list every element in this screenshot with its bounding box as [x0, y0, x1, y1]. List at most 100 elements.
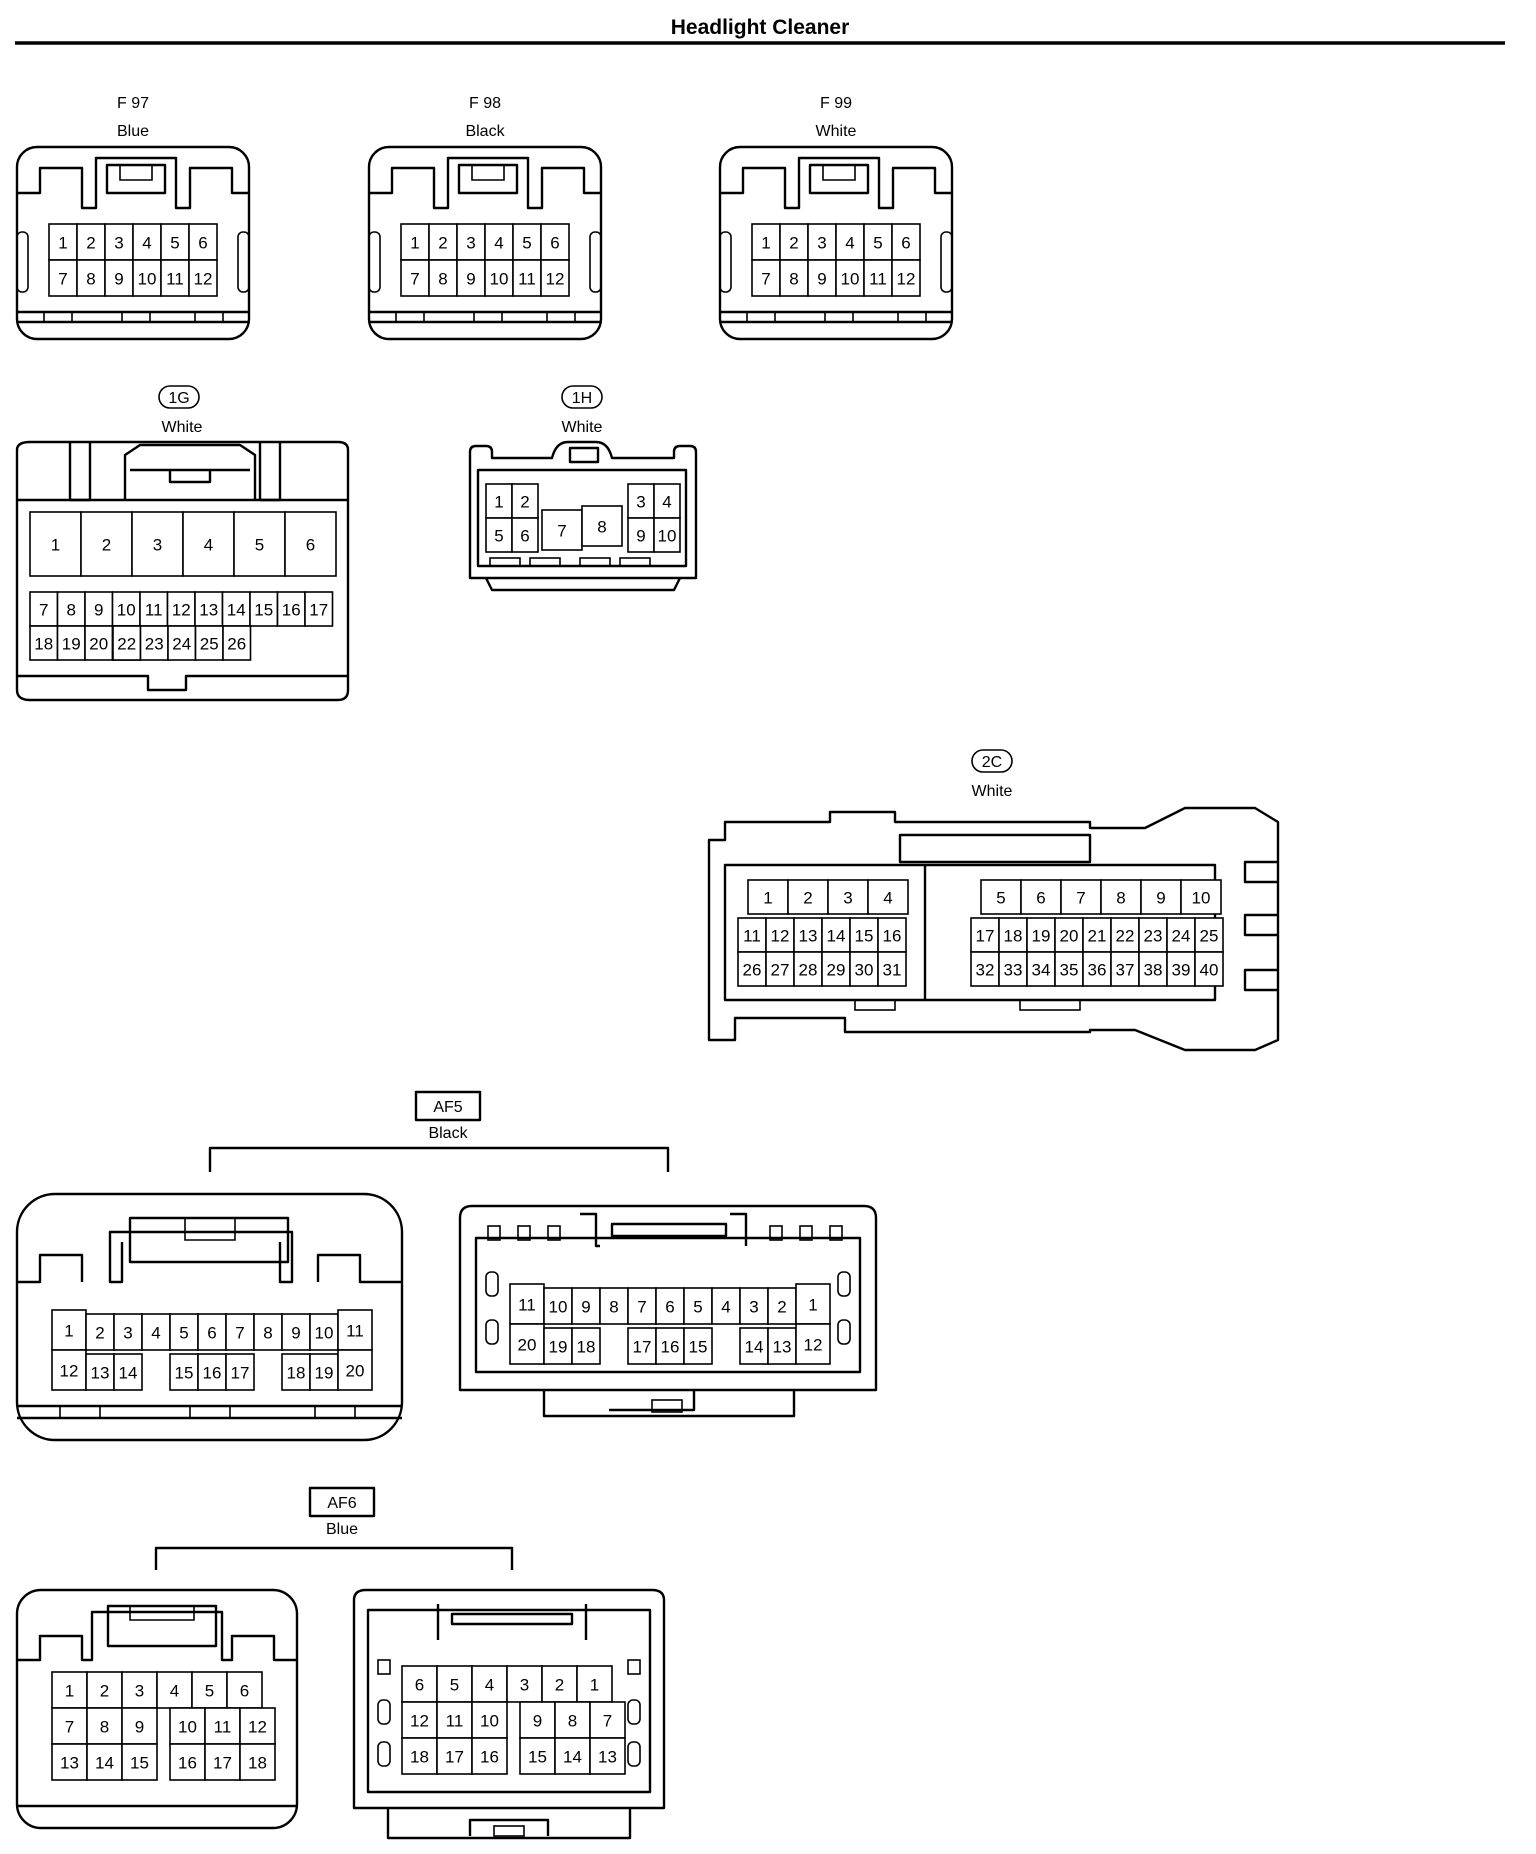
pin-number: 2: [803, 889, 812, 908]
pin-number: 30: [855, 961, 874, 980]
pin-number: 7: [39, 601, 48, 620]
connector-id: AF5: [433, 1099, 462, 1116]
pin-number: 11: [145, 601, 163, 620]
pin-cell: [779, 223, 809, 261]
pin-cell: [877, 951, 907, 987]
pin-number: 18: [410, 1748, 429, 1767]
pin-cell: [1060, 879, 1102, 915]
pin-cell: [540, 223, 570, 261]
pin-cell: [76, 259, 106, 297]
pin-number: 9: [817, 270, 826, 289]
pin-number: 8: [1116, 889, 1125, 908]
pin-number: 19: [549, 1338, 568, 1357]
pin-cell: [683, 1287, 713, 1325]
pin-cell: [104, 259, 134, 297]
pin-number: 11: [743, 927, 761, 946]
pin-cell: [849, 951, 879, 987]
pin-number: 5: [179, 1324, 188, 1343]
pin-cell: [627, 1287, 657, 1325]
pin-cell: [85, 1313, 115, 1351]
pin-number: 2: [100, 1682, 109, 1701]
pin-cell: [204, 1743, 241, 1781]
pin-cell: [194, 625, 224, 661]
pin-number: 3: [114, 234, 123, 253]
pin-cell: [767, 1287, 797, 1325]
pin-cell: [84, 625, 114, 661]
pin-number: 16: [661, 1338, 680, 1357]
pin-number: 3: [636, 493, 645, 512]
pin-number: 2: [102, 536, 111, 555]
pin-number: 4: [662, 493, 671, 512]
pin-number: 34: [1032, 961, 1051, 980]
pin-number: 18: [1004, 927, 1023, 946]
pin-cell: [139, 591, 169, 627]
pin-cell: [867, 879, 909, 915]
pin-number: 9: [114, 270, 123, 289]
pin-number: 18: [248, 1754, 267, 1773]
pin-number: 4: [485, 1676, 494, 1695]
pin-number: 10: [480, 1712, 499, 1731]
pin-number: 19: [315, 1364, 334, 1383]
pin-cell: [509, 1323, 545, 1365]
connector-color: Blue: [326, 1521, 358, 1538]
pin-number: 40: [1200, 961, 1219, 980]
pin-cell: [104, 223, 134, 261]
connector-id-box: [308, 1486, 376, 1518]
pin-number: 3: [817, 234, 826, 253]
pin-number: 14: [95, 1754, 114, 1773]
connector-id-badge: [561, 385, 603, 409]
pin-cell: [112, 625, 142, 661]
pin-cell: [512, 259, 542, 297]
pin-cell: [121, 1743, 158, 1781]
pin-cell: [589, 1737, 626, 1775]
connector-id: F 99: [820, 95, 852, 112]
pin-number: 6: [550, 234, 559, 253]
bracket: [208, 1146, 670, 1172]
pin-number: 9: [466, 270, 475, 289]
pin-number: 4: [204, 536, 213, 555]
pin-number: 2: [86, 234, 95, 253]
pin-cell: [29, 625, 59, 661]
pin-cell: [160, 259, 190, 297]
pin-cell: [554, 1737, 591, 1775]
pin-number: 14: [227, 601, 246, 620]
pin-cell: [1110, 917, 1140, 953]
pin-cell: [1110, 951, 1140, 987]
pin-number: 9: [636, 527, 645, 546]
pin-number: 9: [94, 601, 103, 620]
pin-cell: [1054, 917, 1084, 953]
pin-number: 15: [689, 1338, 708, 1357]
connector-id: 1H: [572, 390, 592, 407]
pin-number: 3: [135, 1682, 144, 1701]
pin-number: 22: [1116, 927, 1135, 946]
pin-cell: [239, 1707, 276, 1745]
pin-number: 31: [883, 961, 902, 980]
connector-color: White: [816, 123, 857, 140]
pin-cell: [86, 1707, 123, 1745]
pin-number: 3: [749, 1298, 758, 1317]
pin-number: 17: [633, 1338, 652, 1357]
pin-number: 13: [773, 1338, 792, 1357]
pin-number: 7: [603, 1712, 612, 1731]
pin-number: 16: [883, 927, 902, 946]
pin-number: 3: [123, 1324, 132, 1343]
pin-number: 23: [145, 635, 164, 654]
pin-cell: [29, 511, 82, 577]
pin-number: 12: [60, 1362, 79, 1381]
pin-number: 9: [1156, 889, 1165, 908]
pin-number: 32: [976, 961, 995, 980]
connector-color: White: [562, 419, 603, 436]
pin-cell: [249, 591, 279, 627]
pin-number: 39: [1172, 961, 1191, 980]
pin-number: 7: [58, 270, 67, 289]
pin-cell: [86, 1671, 123, 1709]
pin-cell: [131, 511, 184, 577]
pin-cell: [436, 1737, 473, 1775]
pin-number: 11: [518, 1296, 536, 1315]
pin-number: 5: [494, 527, 503, 546]
pin-cell: [222, 625, 252, 661]
pin-cell: [998, 951, 1028, 987]
